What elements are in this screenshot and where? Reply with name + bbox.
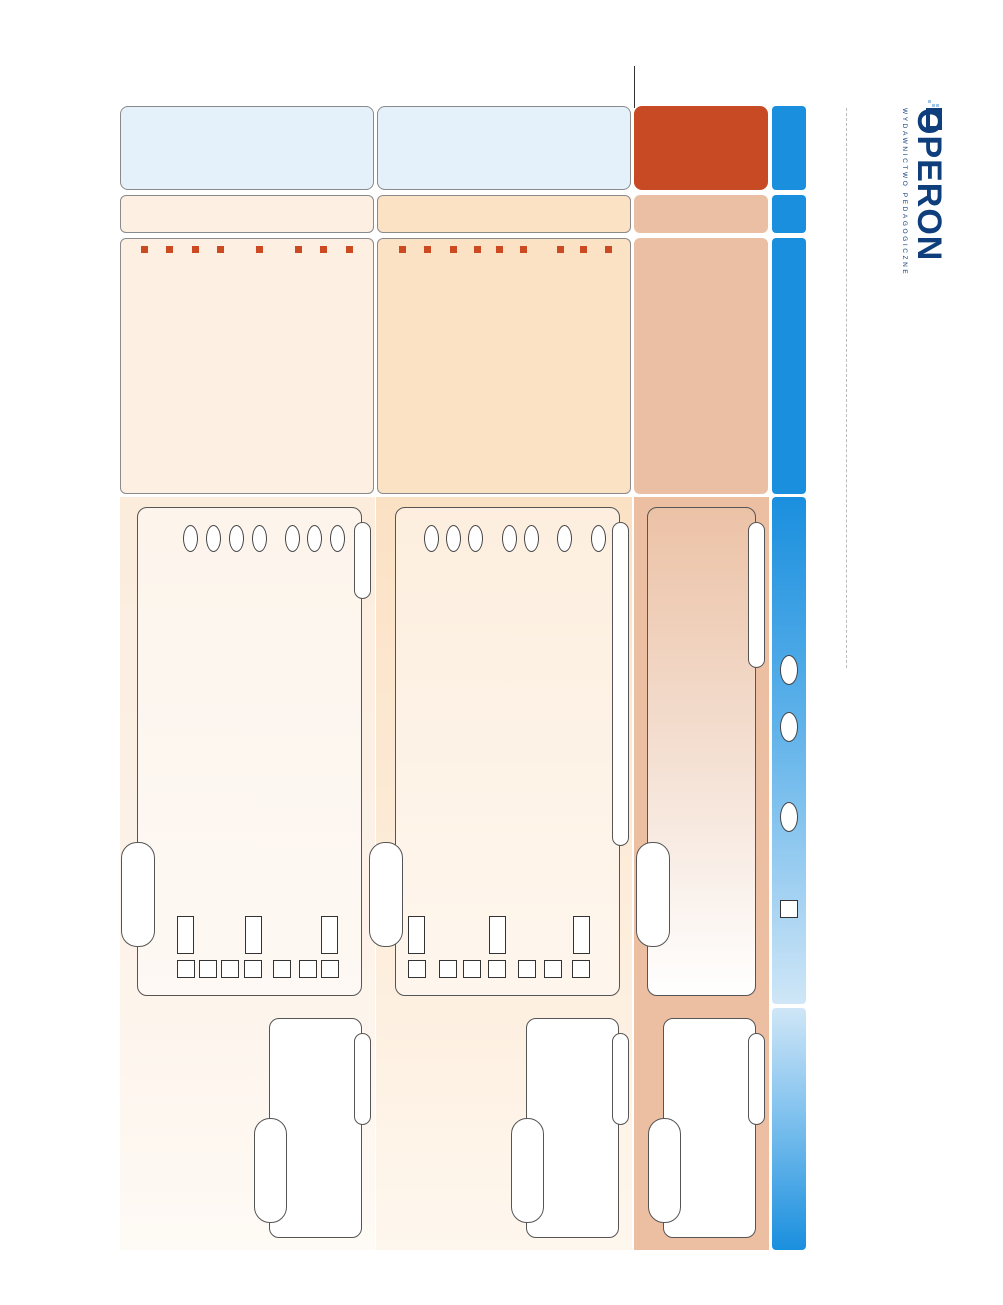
- strip-cell-2: [772, 195, 806, 233]
- bullet-marker: [217, 246, 224, 253]
- answer-checkbox[interactable]: [488, 960, 506, 978]
- strip-checkbox[interactable]: [780, 900, 798, 918]
- strip-cell-5: [772, 1008, 806, 1250]
- strip-oval-1[interactable]: [780, 655, 798, 685]
- bullet-marker: [166, 246, 173, 253]
- answer-field[interactable]: [573, 916, 590, 954]
- strip-oval-3[interactable]: [780, 802, 798, 832]
- side-tab: [748, 522, 765, 668]
- answer-oval[interactable]: [285, 525, 300, 552]
- side-tab: [354, 1033, 371, 1125]
- answer-oval[interactable]: [330, 525, 345, 552]
- side-tab: [636, 842, 670, 947]
- answer-oval[interactable]: [206, 525, 221, 552]
- bullet-marker: [192, 246, 199, 253]
- answer-checkbox[interactable]: [299, 960, 317, 978]
- answer-oval[interactable]: [524, 525, 539, 552]
- side-tab: [369, 842, 403, 947]
- brand-tagline: WYDAWNICTWO PEDAGOGICZNE: [901, 108, 908, 277]
- answer-field[interactable]: [321, 916, 338, 954]
- side-tab: [254, 1118, 287, 1223]
- content-panel-col3: [634, 238, 768, 494]
- brand-name: OPERON: [910, 108, 948, 262]
- header-cell-col2: [377, 106, 631, 190]
- bullet-marker: [520, 246, 527, 253]
- subheader-col2: [377, 195, 631, 233]
- answer-checkbox[interactable]: [439, 960, 457, 978]
- bullet-marker: [450, 246, 457, 253]
- bullet-marker: [399, 246, 406, 253]
- answer-checkbox[interactable]: [321, 960, 339, 978]
- bullet-marker: [605, 246, 612, 253]
- side-tab: [748, 1033, 765, 1125]
- answer-oval[interactable]: [252, 525, 267, 552]
- side-tab: [612, 522, 629, 846]
- side-tab: [511, 1118, 544, 1223]
- answer-checkbox[interactable]: [544, 960, 562, 978]
- answer-field[interactable]: [489, 916, 506, 954]
- header-separator-line: [634, 66, 635, 108]
- answer-checkbox[interactable]: [408, 960, 426, 978]
- strip-cell-1: [772, 106, 806, 190]
- strip-cell-4: [772, 497, 806, 1004]
- subheader-col1: [120, 195, 374, 233]
- answer-oval[interactable]: [446, 525, 461, 552]
- answer-oval[interactable]: [557, 525, 572, 552]
- bullet-marker: [580, 246, 587, 253]
- side-tab: [612, 1033, 629, 1125]
- bullet-marker: [496, 246, 503, 253]
- operon-logo-icon: [926, 100, 942, 130]
- strip-cell-3: [772, 238, 806, 494]
- content-panel-col2: [377, 238, 631, 494]
- strip-oval-2[interactable]: [780, 712, 798, 742]
- answer-field[interactable]: [245, 916, 262, 954]
- answer-checkbox[interactable]: [221, 960, 239, 978]
- bullet-marker: [557, 246, 564, 253]
- answer-oval[interactable]: [229, 525, 244, 552]
- answer-checkbox[interactable]: [518, 960, 536, 978]
- answer-field[interactable]: [177, 916, 194, 954]
- answer-checkbox[interactable]: [244, 960, 262, 978]
- bullet-marker: [256, 246, 263, 253]
- side-tab: [648, 1118, 681, 1223]
- bullet-marker: [346, 246, 353, 253]
- answer-oval[interactable]: [183, 525, 198, 552]
- subheader-col3: [634, 195, 768, 233]
- bullet-marker: [295, 246, 302, 253]
- bullet-marker: [141, 246, 148, 253]
- answer-field[interactable]: [408, 916, 425, 954]
- answer-checkbox[interactable]: [572, 960, 590, 978]
- answer-oval[interactable]: [307, 525, 322, 552]
- bullet-marker: [474, 246, 481, 253]
- answer-checkbox[interactable]: [463, 960, 481, 978]
- side-tab: [354, 522, 371, 599]
- answer-card-col1: [137, 507, 362, 996]
- content-panel-col1: [120, 238, 374, 494]
- answer-oval[interactable]: [424, 525, 439, 552]
- answer-oval[interactable]: [468, 525, 483, 552]
- brand-wordmark: OPERON WYDAWNICTWO PEDAGOGICZNE: [900, 108, 948, 277]
- publisher-logo: [880, 100, 950, 260]
- answer-oval[interactable]: [591, 525, 606, 552]
- side-tab: [121, 842, 155, 947]
- bullet-marker: [320, 246, 327, 253]
- header-cell-col3: [634, 106, 768, 190]
- answer-card-col2: [395, 507, 620, 996]
- answer-checkbox[interactable]: [177, 960, 195, 978]
- answer-oval[interactable]: [502, 525, 517, 552]
- header-cell-col1: [120, 106, 374, 190]
- answer-checkbox[interactable]: [199, 960, 217, 978]
- bullet-marker: [424, 246, 431, 253]
- dashed-divider: [846, 108, 847, 668]
- answer-checkbox[interactable]: [273, 960, 291, 978]
